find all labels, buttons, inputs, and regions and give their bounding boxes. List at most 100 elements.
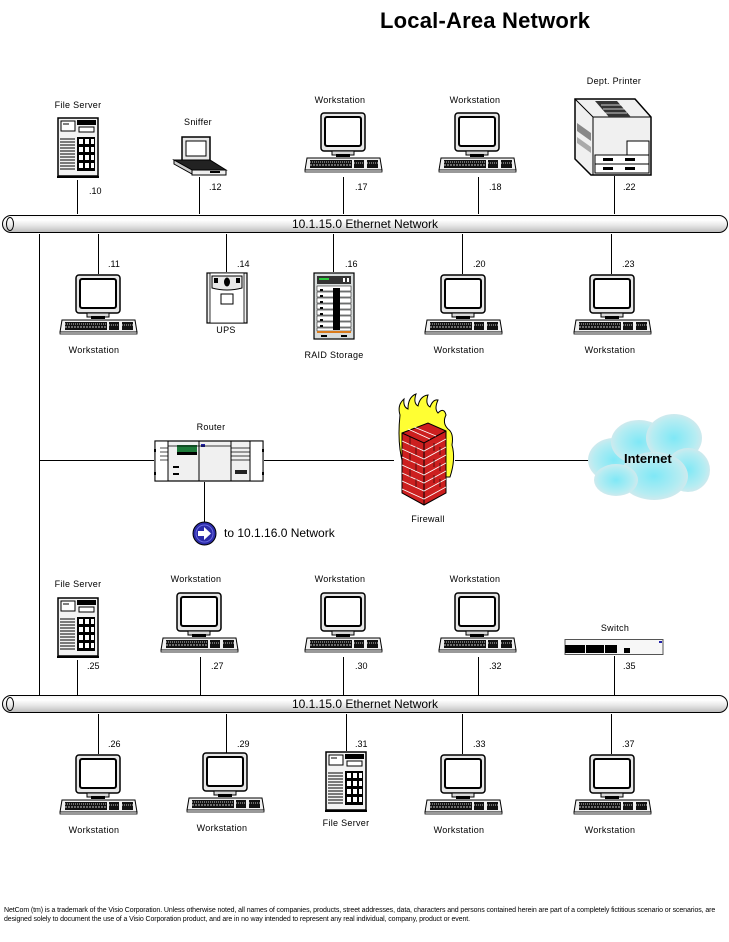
file-server-icon[interactable]: [57, 117, 99, 179]
internet-cloud-icon[interactable]: [584, 410, 712, 510]
file-server-icon[interactable]: [57, 597, 99, 659]
ip-label: .17: [355, 182, 368, 192]
link-line: [614, 656, 615, 695]
bus-label: 10.1.15.0 Ethernet Network: [291, 217, 439, 231]
device-label: Workstation: [433, 825, 485, 835]
device-label: Workstation: [449, 574, 501, 584]
link-line: [346, 714, 347, 751]
internet-label: Internet: [624, 451, 672, 466]
link-line: [478, 177, 479, 214]
printer-icon[interactable]: [573, 97, 653, 179]
backbone-line: [39, 234, 40, 696]
link-line: [77, 180, 78, 214]
workstation-icon[interactable]: [304, 112, 384, 176]
workstation-icon[interactable]: [424, 754, 504, 818]
link-line: [614, 176, 615, 214]
link-line: [455, 460, 590, 461]
link-line: [204, 482, 205, 522]
ip-label: .33: [473, 739, 486, 749]
workstation-icon[interactable]: [438, 592, 518, 656]
link-line: [264, 460, 394, 461]
ip-label: .29: [237, 739, 250, 749]
device-label: Workstation: [68, 345, 120, 355]
ip-label: .23: [622, 259, 635, 269]
device-label: Workstation: [314, 95, 366, 105]
device-label: Dept. Printer: [586, 76, 642, 86]
link-line: [39, 460, 154, 461]
device-label: File Server: [322, 818, 370, 828]
workstation-icon[interactable]: [424, 274, 504, 338]
device-label: Workstation: [314, 574, 366, 584]
link-line: [226, 714, 227, 754]
ip-label: .18: [489, 182, 502, 192]
device-label: Workstation: [584, 345, 636, 355]
bus-cap: [6, 217, 14, 231]
ip-label: .20: [473, 259, 486, 269]
offpage-network-link[interactable]: to 10.1.16.0 Network: [224, 526, 335, 540]
device-label: Sniffer: [184, 117, 212, 127]
workstation-icon[interactable]: [160, 592, 240, 656]
device-label: Workstation: [433, 345, 485, 355]
page-title: Local-Area Network: [380, 8, 591, 33]
link-line: [343, 657, 344, 695]
link-line: [462, 234, 463, 274]
laptop-icon[interactable]: [172, 136, 230, 178]
workstation-icon[interactable]: [573, 754, 653, 818]
ip-label: .31: [355, 739, 368, 749]
bus-label: 10.1.15.0 Ethernet Network: [291, 697, 439, 711]
ip-label: .30: [355, 661, 368, 671]
link-line: [226, 234, 227, 272]
link-line: [98, 714, 99, 754]
file-server-icon[interactable]: [325, 751, 367, 813]
link-line: [98, 234, 99, 274]
ip-label: .10: [89, 186, 102, 196]
router-icon[interactable]: [154, 440, 264, 482]
device-label: Workstation: [449, 95, 501, 105]
ethernet-bus-1: 10.1.15.0 Ethernet Network: [2, 215, 728, 233]
device-label: Workstation: [68, 825, 120, 835]
router-label: Router: [196, 422, 226, 432]
firewall-icon[interactable]: [394, 393, 464, 508]
ip-label: .11: [108, 259, 120, 269]
device-label: Workstation: [170, 574, 222, 584]
ip-label: .22: [623, 182, 636, 192]
device-label: Workstation: [584, 825, 636, 835]
link-line: [462, 714, 463, 754]
footer-disclaimer: NetCom (tm) is a trademark of the Visio …: [4, 907, 716, 923]
device-label: RAID Storage: [304, 350, 364, 360]
ip-label: .25: [87, 661, 100, 671]
ip-label: .12: [209, 182, 222, 192]
link-line: [611, 714, 612, 754]
workstation-icon[interactable]: [573, 274, 653, 338]
bus-cap: [6, 697, 14, 711]
workstation-icon[interactable]: [59, 754, 139, 818]
device-label: File Server: [54, 100, 102, 110]
device-label: File Server: [54, 579, 102, 589]
link-line: [199, 177, 200, 214]
workstation-icon[interactable]: [304, 592, 384, 656]
workstation-icon[interactable]: [59, 274, 139, 338]
link-line: [200, 657, 201, 695]
link-line: [333, 234, 334, 272]
ip-label: .27: [211, 661, 224, 671]
ip-label: .35: [623, 661, 636, 671]
firewall-label: Firewall: [411, 514, 445, 524]
workstation-icon[interactable]: [438, 112, 518, 176]
ip-label: .32: [489, 661, 502, 671]
device-label: Workstation: [196, 823, 248, 833]
device-label: UPS: [216, 325, 236, 335]
switch-icon[interactable]: [564, 639, 664, 655]
offpage-arrow-icon[interactable]: [192, 521, 217, 546]
device-label: Switch: [600, 623, 630, 633]
ip-label: .26: [108, 739, 121, 749]
workstation-icon[interactable]: [186, 752, 266, 816]
raid-storage-icon[interactable]: [313, 272, 355, 342]
ethernet-bus-2: 10.1.15.0 Ethernet Network: [2, 695, 728, 713]
ip-label: .14: [237, 259, 250, 269]
link-line: [343, 177, 344, 214]
link-line: [77, 660, 78, 695]
ups-icon[interactable]: [206, 272, 248, 324]
ip-label: .37: [622, 739, 635, 749]
link-line: [478, 657, 479, 695]
ip-label: .16: [345, 259, 358, 269]
